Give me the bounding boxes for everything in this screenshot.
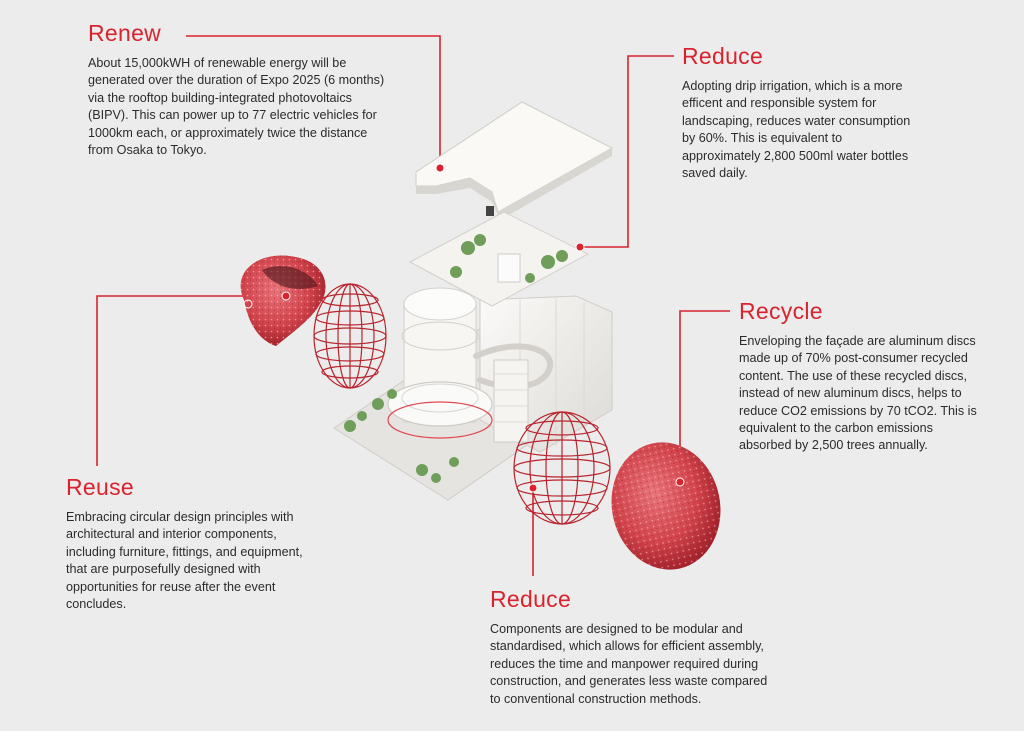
reduce-water-body: Adopting drip irrigation, which is a mor… xyxy=(682,79,911,181)
recycle-dot xyxy=(675,477,685,487)
wireframe-shell-bottom xyxy=(513,411,611,525)
leader-lines xyxy=(96,35,730,576)
reduce-water-leader xyxy=(582,55,674,248)
recycle-leader xyxy=(679,310,730,480)
reduce-waste-block: Reduce Components are designed to be mod… xyxy=(490,586,768,708)
recycle-block: Recycle Enveloping the façade are alumin… xyxy=(739,298,984,455)
roof-panel xyxy=(415,101,614,220)
reuse-block: Reuse Embracing circular design principl… xyxy=(66,474,321,613)
reuse-title: Reuse xyxy=(66,474,134,500)
recycle-title: Recycle xyxy=(739,298,823,324)
sphere-right-solid xyxy=(611,442,721,570)
wireframe-shell-left xyxy=(313,283,387,389)
reduce-waste-body: Components are designed to be modular an… xyxy=(490,622,768,706)
recycle-body: Enveloping the façade are aluminum discs… xyxy=(739,334,977,453)
reduce-waste-title: Reduce xyxy=(490,586,572,612)
reduce-water-dot xyxy=(575,242,585,252)
renew-block: Renew About 15,000kWH of renewable energ… xyxy=(88,20,388,159)
reuse-dot xyxy=(281,291,291,301)
reduce-water-block: Reduce Adopting drip irrigation, which i… xyxy=(682,43,922,182)
reduce-waste-dot xyxy=(528,483,538,493)
leader-dots xyxy=(281,163,685,493)
reduce-water-title: Reduce xyxy=(682,43,764,69)
renew-dot xyxy=(435,163,445,173)
reuse-body: Embracing circular design principles wit… xyxy=(66,510,303,612)
pavilion-building xyxy=(333,211,613,501)
sphere-left-open xyxy=(240,255,326,346)
reuse-leader xyxy=(96,295,284,466)
renew-title: Renew xyxy=(88,20,162,46)
renew-leader xyxy=(186,35,441,166)
renew-body: About 15,000kWH of renewable energy will… xyxy=(88,56,385,158)
